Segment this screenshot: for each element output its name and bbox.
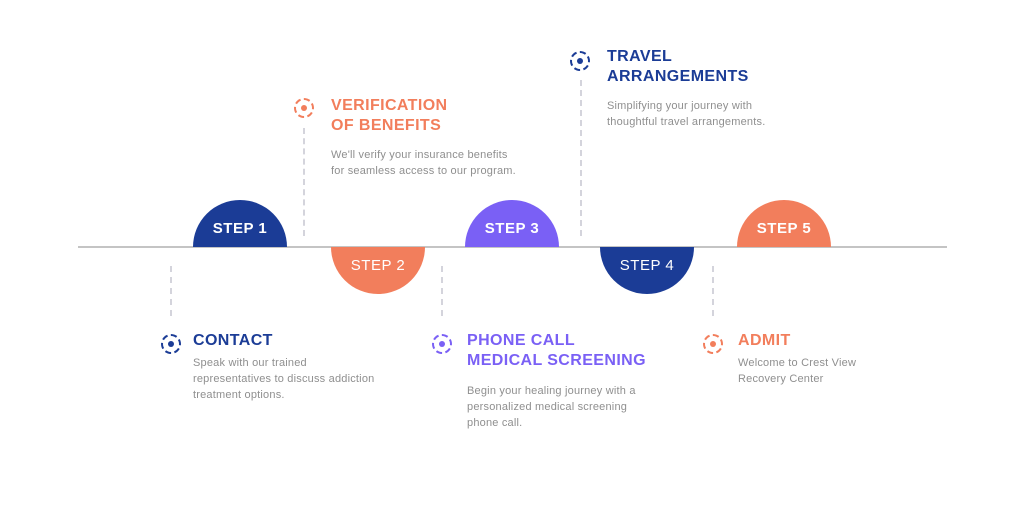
connector-phone-call (441, 266, 443, 316)
admit-description: Welcome to Crest View Recovery Center (738, 357, 857, 385)
connector-contact (170, 266, 172, 316)
verification-dashed-circle-icon (294, 98, 314, 118)
verification-description: We'll verify your insurance benefits for… (331, 149, 516, 177)
step-5-label: STEP 5 (756, 220, 812, 237)
travel-description: Simplifying your journey with thoughtful… (607, 100, 766, 128)
step-1-marker: STEP 1 (193, 200, 287, 247)
step-4-label: STEP 4 (619, 257, 675, 274)
step-2-label: STEP 2 (350, 257, 406, 274)
connector-travel (580, 80, 582, 236)
phone-call-title: PHONE CALL MEDICAL SCREENING (467, 332, 646, 369)
contact-dashed-circle-icon (161, 334, 181, 354)
phone-call-dashed-circle-icon (432, 334, 452, 354)
step-4-marker: STEP 4 (600, 247, 694, 294)
admit-dashed-circle-icon (703, 334, 723, 354)
contact-title: CONTACT (193, 332, 273, 349)
connector-admit (712, 266, 714, 316)
step-2-marker: STEP 2 (331, 247, 425, 294)
travel-dashed-circle-icon (570, 51, 590, 71)
connector-verification (303, 128, 305, 236)
timeline-line (78, 246, 947, 248)
step-1-label: STEP 1 (212, 220, 268, 237)
admit-title: ADMIT (738, 332, 791, 349)
verification-title: VERIFICATION OF BENEFITS (331, 97, 448, 134)
step-3-marker: STEP 3 (465, 200, 559, 247)
travel-title: TRAVEL ARRANGEMENTS (607, 48, 749, 85)
phone-call-description: Begin your healing journey with a person… (467, 385, 636, 429)
contact-description: Speak with our trained representatives t… (193, 357, 375, 401)
step-5-marker: STEP 5 (737, 200, 831, 247)
step-3-label: STEP 3 (484, 220, 540, 237)
